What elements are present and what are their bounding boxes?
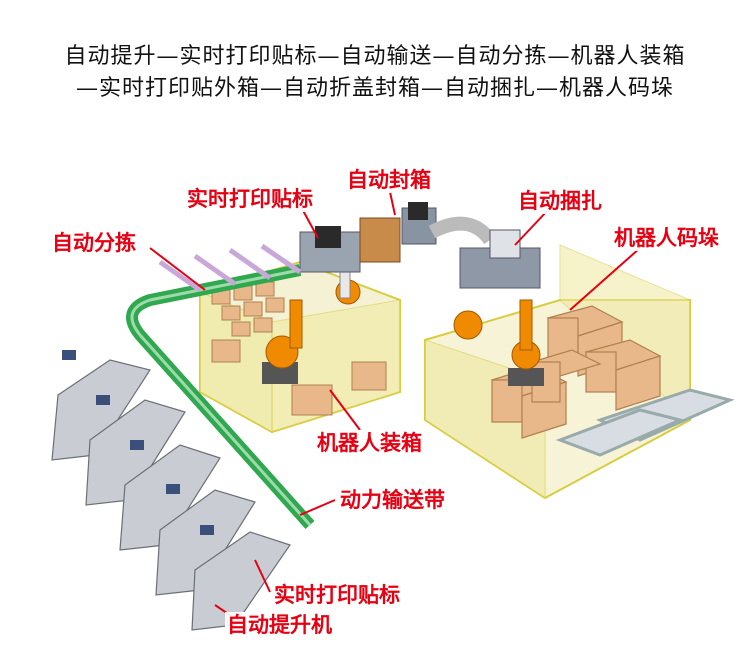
label-auto-seal: 自动封箱 (345, 167, 433, 193)
robot-arm-palletizing (453, 299, 544, 386)
strapping-machine (459, 229, 541, 289)
label-print-label-bottom: 实时打印贴标 (272, 582, 402, 608)
robot-arm-packing (262, 257, 361, 384)
title-line-1: 自动提升—实时打印贴标—自动输送—自动分拣—机器人装箱 (64, 44, 686, 69)
power-conveyor (126, 243, 315, 530)
label-robot-palletize: 机器人码垛 (612, 225, 721, 251)
label-auto-lift: 自动提升机 (225, 612, 334, 638)
title-line-2: —实时打印贴外箱—自动折盖封箱—自动捆扎—机器人码垛 (75, 76, 674, 101)
label-auto-sort: 自动分拣 (50, 230, 138, 256)
label-robot-pack: 机器人装箱 (315, 430, 424, 456)
roller-conveyor-out (555, 388, 735, 457)
leader-lines (149, 191, 641, 623)
sorting-stations (158, 243, 302, 293)
label-power-conveyor: 动力输送带 (338, 487, 447, 513)
sealing-machines (299, 202, 496, 273)
label-auto-strap: 自动捆扎 (516, 188, 604, 214)
label-print-label-top: 实时打印贴标 (185, 186, 315, 212)
robot-packing-cell (199, 257, 401, 434)
auto-lift-machines (51, 350, 291, 631)
